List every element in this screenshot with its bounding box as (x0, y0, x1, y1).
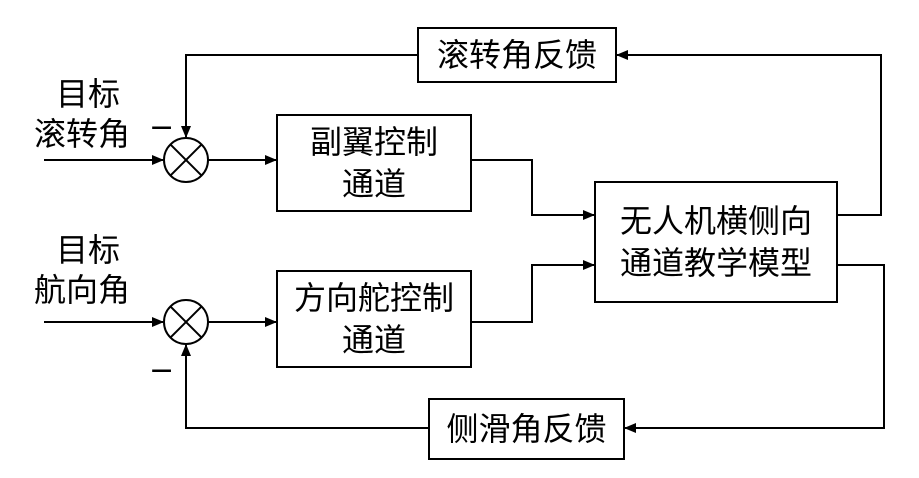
target-roll-label-line1: 目标 (56, 75, 121, 113)
uav-lateral-model-block: 无人机横侧向 通道教学模型 (594, 181, 838, 303)
rudder-control-block: 方向舵控制 通道 (276, 270, 472, 368)
arrow-aileron-to-model (472, 159, 595, 220)
target-heading-label-line2: 航向角 (34, 271, 131, 309)
target-roll-label-line2: 滚转角 (34, 115, 131, 153)
arrow-roll-feedback-to-junction (181, 54, 417, 138)
model-label-line2: 通道教学模型 (619, 244, 812, 282)
roll-feedback-block: 滚转角反馈 (417, 27, 617, 83)
target-heading-label-line1: 目标 (56, 231, 121, 269)
aileron-control-block: 副翼控制 通道 (276, 114, 472, 212)
aileron-label-line2: 通道 (341, 165, 406, 203)
arrow-sideslip-feedback-to-junction (181, 344, 428, 429)
arrow-rudder-to-model (472, 260, 595, 323)
roll-feedback-label: 滚转角反馈 (436, 36, 597, 74)
arrow-model-to-roll-feedback (616, 50, 882, 216)
rudder-label-line2: 通道 (341, 321, 406, 359)
sideslip-feedback-block: 侧滑角反馈 (428, 398, 625, 460)
rudder-label-line1: 方向舵控制 (293, 279, 454, 317)
sideslip-feedback-label: 侧滑角反馈 (446, 410, 607, 448)
summing-junction-heading (163, 299, 209, 345)
minus-sign-heading: − (149, 353, 175, 388)
minus-sign-roll: − (149, 110, 175, 145)
aileron-label-line1: 副翼控制 (309, 123, 438, 161)
model-label-line1: 无人机横侧向 (619, 202, 812, 240)
arrow-model-to-sideslip-feedback (624, 264, 885, 433)
